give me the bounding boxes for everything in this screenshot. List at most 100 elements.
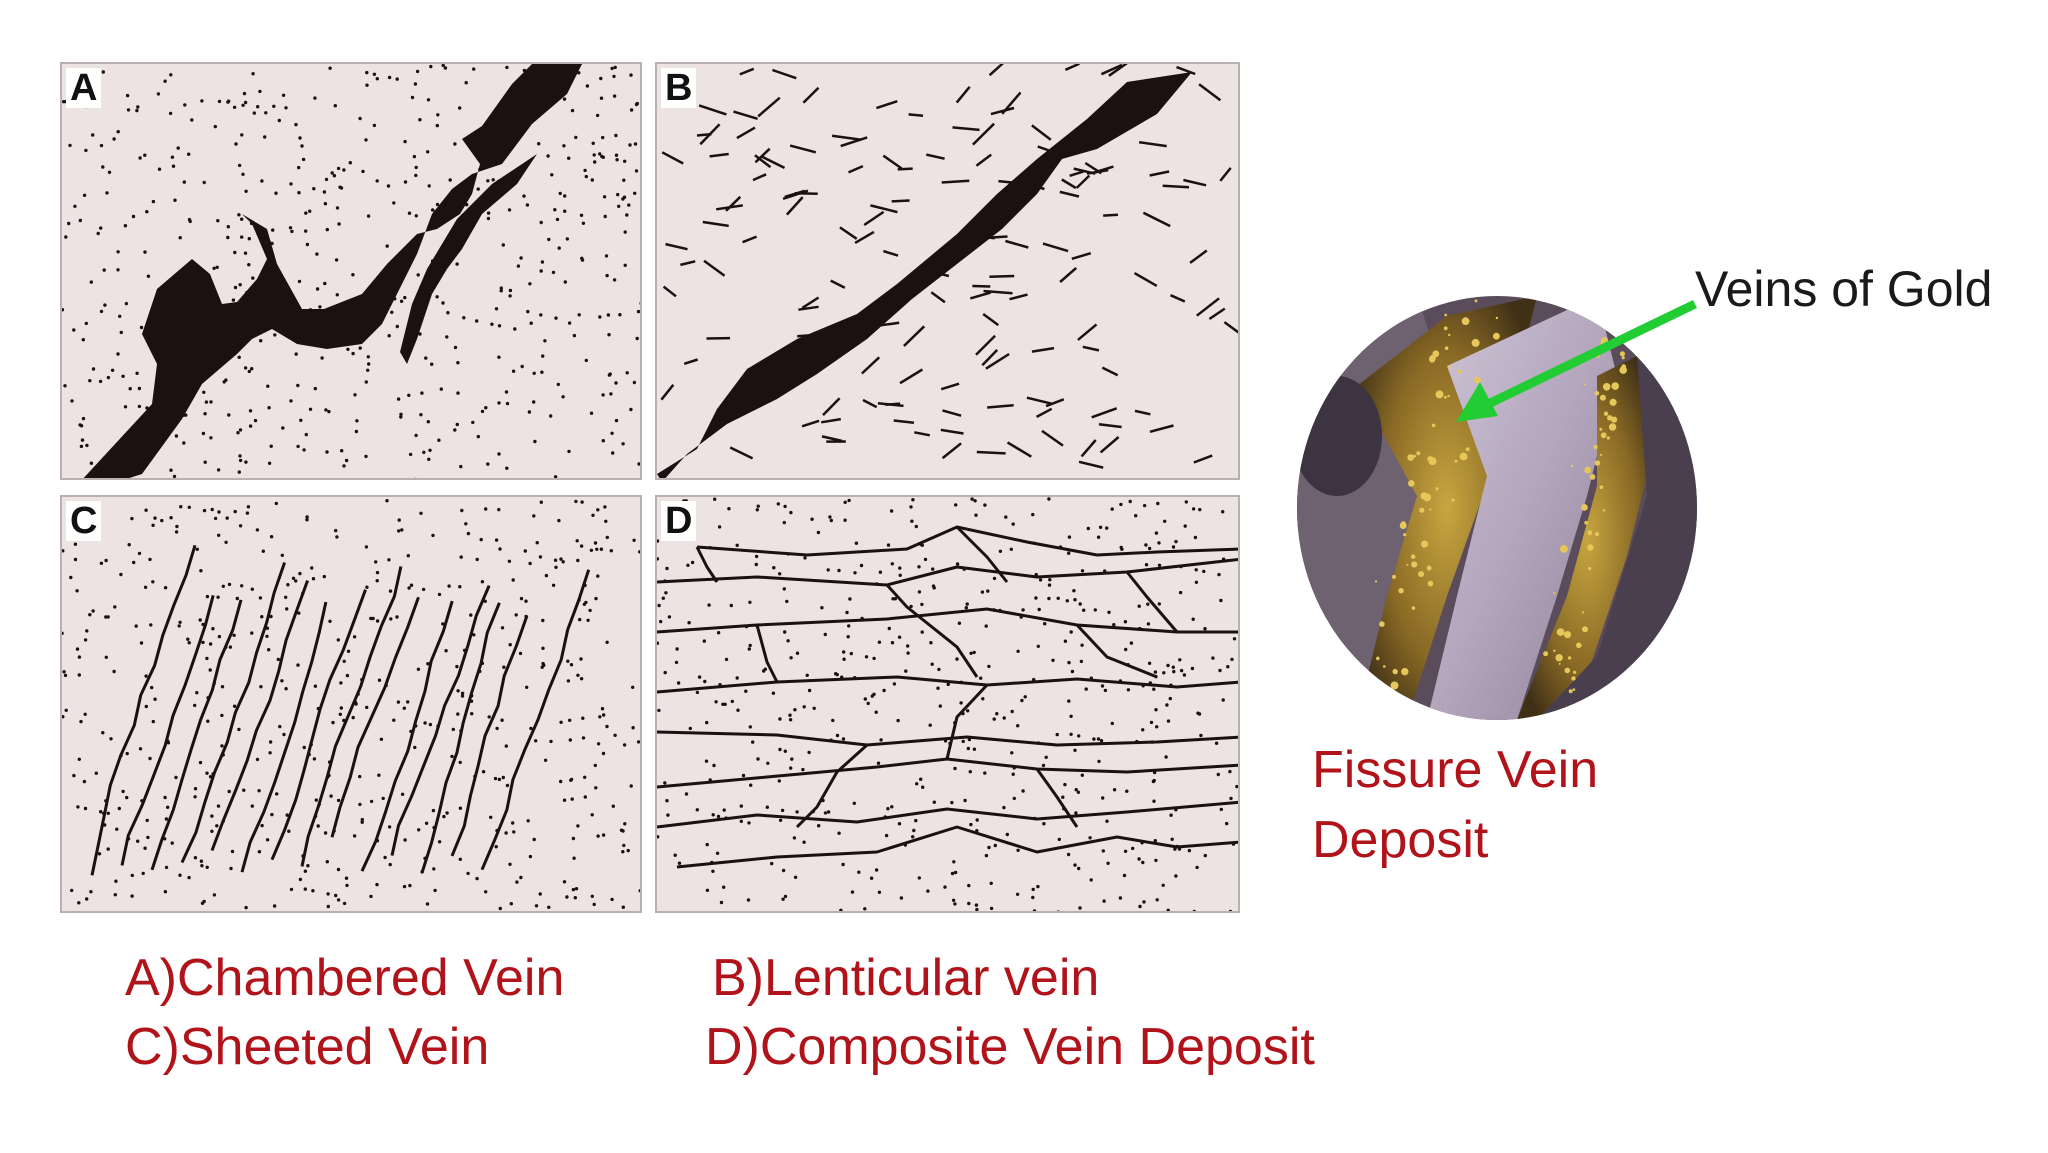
rock-dot [1153, 670, 1158, 674]
rock-dot [250, 804, 254, 808]
rock-dot [409, 583, 414, 587]
rock-dot [592, 902, 596, 907]
gold-fleck [1555, 654, 1563, 662]
rock-dot [562, 798, 567, 802]
rock-dot [466, 871, 470, 876]
rock-dot [85, 629, 89, 633]
rock-dot [364, 454, 368, 459]
rock-dot [294, 352, 298, 356]
rock-dot [168, 111, 173, 116]
rock-dash [876, 100, 898, 110]
rock-dot [437, 438, 441, 442]
rock-dot [938, 704, 942, 708]
rock-dot [312, 187, 316, 191]
gold-fleck [1465, 447, 1470, 452]
rock-dot [323, 202, 328, 206]
rock-dot [217, 99, 222, 104]
rock-dash [683, 358, 699, 365]
rock-dot [494, 307, 499, 311]
rock-dot [453, 142, 457, 146]
rock-dot [841, 862, 845, 867]
rock-dash [839, 226, 858, 240]
rock-dot [143, 250, 147, 254]
rock-dot [178, 236, 182, 240]
rock-dot [629, 108, 634, 112]
rock-dot [554, 316, 558, 320]
rock-dot [104, 655, 108, 659]
rock-dot [920, 630, 924, 634]
rock-dot [153, 697, 157, 701]
rock-dot [771, 691, 776, 695]
rock-dot [1072, 589, 1076, 593]
rock-dot [1162, 671, 1166, 675]
rock-dot [243, 366, 248, 370]
rock-dot [639, 302, 640, 305]
rock-dot [313, 684, 318, 688]
rock-dot [480, 409, 485, 414]
rock-dot [992, 576, 997, 581]
rock-dot [144, 704, 148, 709]
rock-dot [675, 647, 679, 651]
rock-dash [680, 260, 696, 267]
rock-dot [950, 800, 954, 805]
rock-dot [501, 243, 505, 247]
rock-dot [543, 339, 547, 343]
rock-dot [82, 779, 87, 784]
rock-dot [472, 633, 476, 637]
rock-dot [344, 458, 349, 463]
rock-dot [820, 606, 824, 610]
rock-dot [212, 893, 217, 897]
rock-dot [107, 170, 112, 174]
rock-dot [96, 231, 100, 236]
caption-c: C)Sheeted Vein [125, 1018, 490, 1076]
rock-dot [238, 458, 243, 463]
gold-fleck [1593, 445, 1598, 450]
rock-dash [891, 199, 910, 203]
rock-dot [909, 505, 913, 509]
rock-dot [358, 802, 362, 807]
rock-dot [1152, 778, 1156, 783]
rock-dot [397, 529, 401, 533]
rock-dot [711, 869, 715, 873]
gold-fleck [1401, 521, 1406, 526]
rock-dot [173, 198, 177, 202]
rock-dot [97, 852, 102, 856]
rock-dot [414, 214, 418, 218]
rock-dot [1106, 861, 1110, 865]
rock-dot [549, 739, 553, 744]
rock-dot [383, 855, 387, 860]
rock-dot [222, 380, 226, 384]
rock-dot [337, 222, 341, 226]
rock-dot [629, 407, 633, 412]
gold-fleck [1589, 474, 1596, 480]
rock-dot [529, 726, 533, 731]
rock-dot [193, 787, 198, 791]
gold-fleck [1607, 415, 1613, 421]
sheeted-vein-line [150, 599, 243, 871]
rock-dot [744, 689, 748, 693]
rock-dot [132, 560, 136, 565]
rock-dot [114, 879, 118, 883]
rock-dot [540, 370, 544, 374]
rock-dot [169, 73, 173, 77]
rock-dot [63, 384, 67, 388]
gold-fleck [1587, 544, 1594, 551]
gold-fleck [1474, 376, 1481, 384]
rock-dot [458, 857, 462, 861]
rock-dot [593, 541, 598, 545]
rock-dot [313, 96, 317, 100]
rock-dot [1125, 789, 1129, 793]
rock-dot [497, 452, 501, 456]
rock-dot [579, 213, 584, 217]
rock-dot [352, 834, 357, 838]
rock-dot [353, 393, 357, 397]
rock-dot [84, 321, 88, 326]
rock-dash [903, 325, 926, 347]
rock-dot [200, 99, 204, 103]
rock-dash [1059, 190, 1080, 198]
rock-dot [979, 676, 983, 680]
rock-dot [846, 635, 850, 639]
rock-dot [285, 813, 289, 817]
rock-dot [424, 821, 429, 825]
rock-dot [751, 740, 755, 744]
